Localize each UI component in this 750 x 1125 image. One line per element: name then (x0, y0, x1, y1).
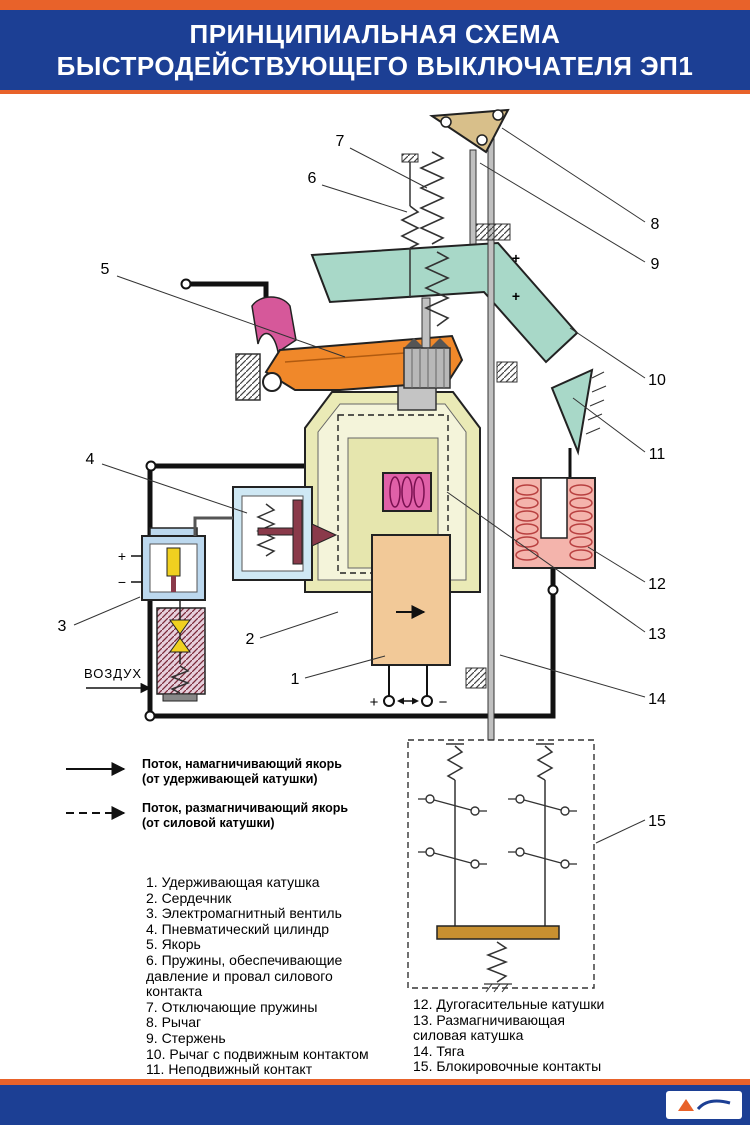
legend-item-magnetizing: Поток, намагничивающий якорь (от удержив… (142, 757, 342, 787)
part-item-4: 4. Пневматический цилиндр (146, 920, 330, 937)
air-label: ВОЗДУХ (84, 666, 142, 681)
footer-logo-mark (678, 1099, 731, 1111)
legend-demagnetizing-line1: Поток, размагничивающий якорь (142, 801, 349, 815)
parts-list-left: 1. Удерживающая катушка 2. Сердечник 3. … (146, 874, 386, 1078)
part-item-15: 15. Блокировочные контакты (413, 1058, 602, 1075)
armature-link (251, 296, 297, 354)
callout-11: 11 (649, 446, 666, 463)
part-item-11: 11. Неподвижный контакт (146, 1061, 313, 1078)
callout-4: 4 (86, 451, 95, 468)
supply-minus-label: − (439, 694, 448, 711)
top-accent-strip (0, 0, 750, 10)
callout-numbers: 1 2 3 4 5 6 7 8 9 10 11 12 13 14 15 (58, 133, 666, 830)
armature-pivot (262, 372, 282, 392)
air-pipe (193, 516, 233, 536)
header-rule (0, 90, 750, 94)
header: ПРИНЦИПИАЛЬНАЯ СХЕМА БЫСТРОДЕЙСТВУЮЩЕГО … (0, 10, 750, 90)
part-item-13: 13. Размагничивающая силовая катушка (413, 1011, 565, 1044)
legend-demagnetizing-line2: (от силовой катушки) (142, 816, 275, 830)
rod-guide-lower (465, 667, 487, 689)
top-lever (429, 108, 510, 154)
legend-magnetizing-line1: Поток, намагничивающий якорь (142, 757, 342, 771)
spring-mount (475, 223, 511, 241)
air-inlet: ВОЗДУХ (84, 666, 152, 694)
polarity-plus-upper: + (512, 250, 520, 266)
callout-10: 10 (648, 372, 666, 389)
callout-13: 13 (648, 626, 666, 643)
power-coil (382, 472, 432, 512)
callout-1: 1 (291, 671, 300, 688)
bottom-accent-strip (0, 1079, 750, 1085)
tripping-spring-upper (419, 151, 445, 245)
callout-8: 8 (651, 216, 660, 233)
holding-coil (371, 534, 451, 666)
part-item-2: 2. Сердечник (146, 889, 232, 906)
part-item-6: 6. Пружины, обеспечивающие давление и пр… (146, 951, 343, 1000)
callout-12: 12 (648, 576, 666, 593)
callout-6: 6 (308, 170, 317, 187)
supply-terminals: + − (370, 665, 448, 711)
tripping-spring-lower (424, 251, 450, 327)
poster-title-line2: БЫСТРОДЕЙСТВУЮЩЕГО ВЫКЛЮЧАТЕЛЯ ЭП1 (56, 51, 694, 81)
part-item-10: 10. Рычаг с подвижным контактом (146, 1045, 369, 1062)
pivot-wall (235, 353, 261, 401)
wire-terminals (144, 278, 559, 722)
electromagnetic-valve: + − (118, 516, 233, 702)
fixed-contact (550, 368, 607, 456)
callout-2: 2 (246, 631, 255, 648)
callout-5: 5 (101, 261, 110, 278)
polarity-plus-lower: + (512, 288, 520, 304)
part-item-5: 5. Якорь (146, 936, 201, 953)
callout-7: 7 (336, 133, 345, 150)
part-item-12: 12. Дугогасительные катушки (413, 996, 605, 1012)
callout-14: 14 (648, 691, 666, 708)
part-item-1: 1. Удерживающая катушка (146, 874, 320, 890)
footer-logo (666, 1091, 742, 1119)
legend-item-demagnetizing: Поток, размагничивающий якорь (от силово… (142, 801, 348, 831)
part-item-14: 14. Тяга (413, 1042, 465, 1059)
supply-plus-label: + (370, 694, 379, 711)
callout-leaders (73, 127, 646, 844)
legend-magnetizing-line2: (от удерживающей катушки) (142, 772, 318, 786)
valve-plus-label: + (118, 548, 126, 564)
footer (0, 1085, 750, 1125)
part-item-8: 8. Рычаг (146, 1014, 202, 1031)
contact-brush (403, 338, 451, 389)
pneumatic-cylinder (232, 486, 338, 581)
callout-3: 3 (58, 618, 67, 635)
part-item-9: 9. Стержень (146, 1029, 226, 1046)
pressure-spring (400, 153, 420, 298)
poster-title-line1: ПРИНЦИПИАЛЬНАЯ СХЕМА (189, 19, 561, 49)
arc-quenching-coils (512, 477, 596, 569)
valve-minus-label: − (118, 574, 126, 590)
parts-list-right: 12. Дугогасительные катушки 13. Размагни… (413, 996, 621, 1075)
contact-link (421, 297, 431, 351)
part-item-7: 7. Отключающие пружины (146, 998, 318, 1015)
callout-9: 9 (651, 256, 660, 273)
part-item-3: 3. Электромагнитный вентиль (146, 905, 342, 922)
rod-guide-upper (496, 361, 518, 383)
moving-contact-lever (310, 241, 579, 364)
interlock-contacts (407, 739, 595, 993)
callout-15: 15 (648, 813, 666, 830)
